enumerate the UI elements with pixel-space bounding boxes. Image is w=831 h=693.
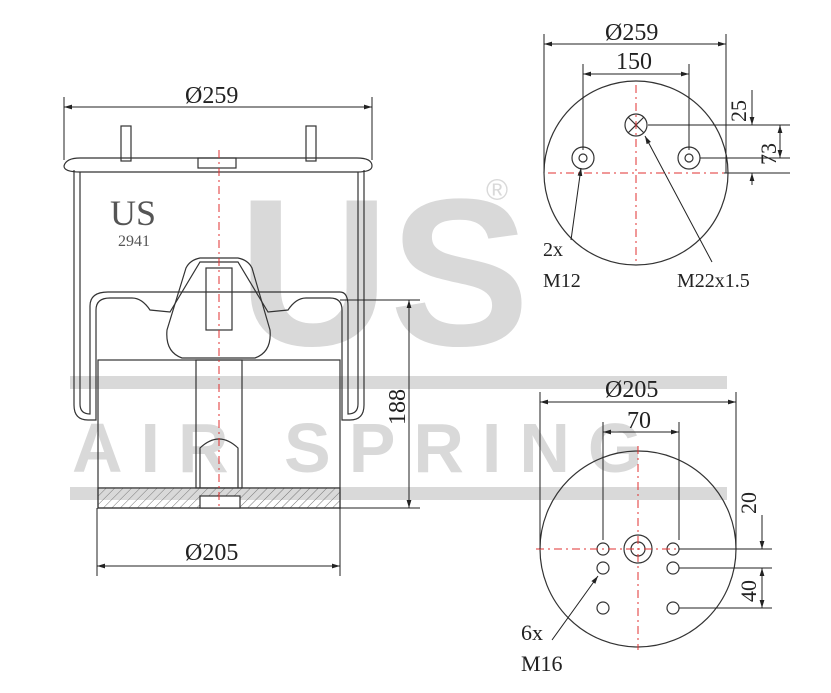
top-stud-right xyxy=(305,125,317,162)
label-tp-diameter: Ø259 xyxy=(605,20,658,46)
leader-fitting xyxy=(644,135,713,263)
brand-name: US xyxy=(110,193,156,233)
bottom-plate-dimensions xyxy=(539,392,772,641)
brand-code: 2941 xyxy=(118,233,150,250)
watermark-registered-mark: ® xyxy=(486,174,508,207)
watermark-subtitle: AIR SPRING xyxy=(72,409,660,487)
label-hole-thread: M16 xyxy=(521,651,563,676)
label-stud-thread: M12 xyxy=(543,270,581,292)
top-plate-dimensions xyxy=(543,34,790,263)
stud-hole-left xyxy=(571,146,595,170)
leader-stud xyxy=(570,167,583,241)
stud-hole-right xyxy=(677,146,701,170)
label-tp-bolt-spacing: 150 xyxy=(616,49,652,75)
leader-bolt-holes xyxy=(551,575,599,641)
bellow-inner xyxy=(79,172,359,415)
label-top-diameter: Ø259 xyxy=(185,83,238,109)
label-height: 188 xyxy=(385,389,411,425)
base-boss xyxy=(199,495,241,509)
air-inlet-boss xyxy=(197,157,237,169)
label-bp-diameter: Ø205 xyxy=(605,377,658,403)
bolt-hole-4 xyxy=(666,561,680,575)
top-stud-left xyxy=(120,125,132,162)
stud-hole-right-inner xyxy=(684,153,694,163)
watermark: US ® AIR SPRING xyxy=(70,155,727,500)
label-stud-count: 2x xyxy=(543,239,563,261)
bolt-hole-6 xyxy=(666,601,680,615)
label-bp-40: 40 xyxy=(736,580,761,602)
bolt-hole-5 xyxy=(596,601,610,615)
label-air-fitting: M22x1.5 xyxy=(677,270,750,292)
piston-head xyxy=(166,257,271,359)
stud-hole-left-inner xyxy=(578,153,588,163)
label-bp-bolt-spacing: 70 xyxy=(627,408,651,434)
air-fitting-hole xyxy=(624,113,648,137)
label-hole-count: 6x xyxy=(521,620,543,645)
label-tp-73: 73 xyxy=(756,143,781,165)
side-dimensions xyxy=(63,97,420,576)
bolt-hole-3 xyxy=(596,561,610,575)
label-bp-20: 20 xyxy=(736,492,761,514)
label-bottom-diameter: Ø205 xyxy=(185,540,238,566)
side-view xyxy=(63,125,373,510)
top-plate xyxy=(63,157,373,173)
label-tp-25: 25 xyxy=(726,100,751,122)
watermark-logo-text: US xyxy=(238,155,530,390)
watermark-bar xyxy=(70,376,727,389)
